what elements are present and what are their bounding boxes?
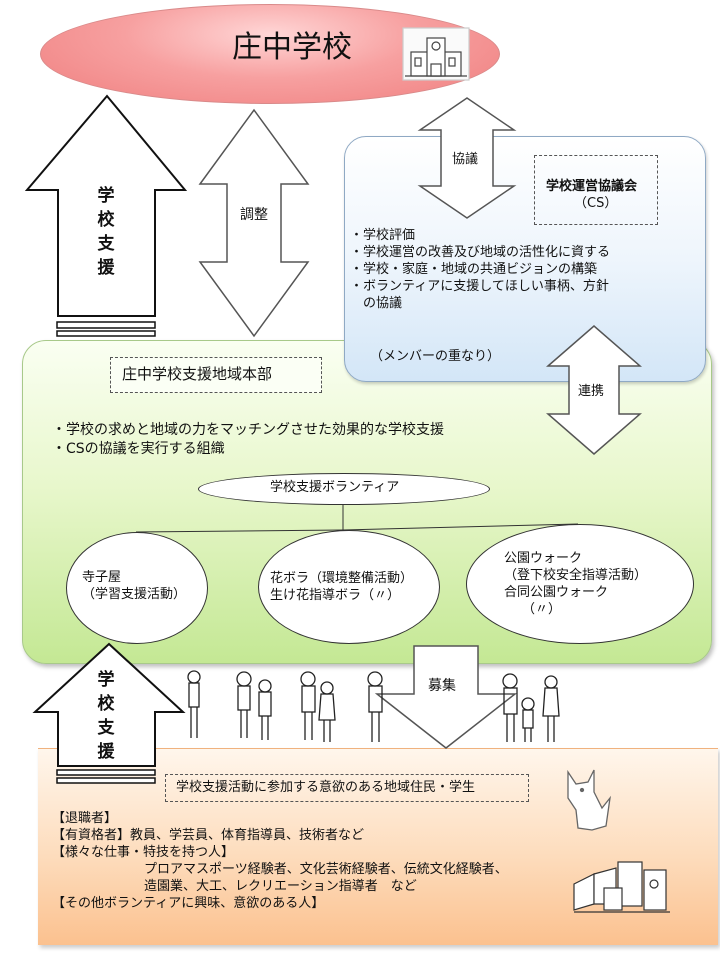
cs-council-panel — [344, 136, 706, 382]
cs-bullet: の協議 — [350, 296, 403, 311]
cs-bullet: ・ボランティアに支援してほしい事柄、方針 — [350, 279, 609, 294]
hq-bullet: ・CSの協議を実行する組織 — [52, 441, 225, 457]
cs-name-box — [534, 155, 658, 225]
consult-label: 協議 — [452, 152, 479, 167]
support-label-bottom: 学 校 支 援 — [97, 670, 115, 762]
cs-bullet: ・学校評価 — [350, 228, 416, 243]
overlap-note: （メンバーの重なり） — [370, 349, 501, 364]
support-up-arrow-bottom — [32, 642, 186, 784]
recruit-label: 募集 — [428, 678, 456, 694]
cs-name: 学校運営協議会 — [546, 179, 638, 194]
people-icon — [187, 670, 560, 742]
residents-list: 【退職者】 【有資格者】教員、学芸員、体育指導員、技術者など 【様々な仕事・特技… — [52, 810, 508, 912]
cs-bullet: ・学校・家庭・地域の共通ビジョンの構築 — [350, 262, 598, 277]
town-buildings-icon — [573, 861, 670, 913]
volunteer-ellipse — [198, 473, 490, 505]
recruit-down-arrow — [374, 645, 518, 749]
hq-name-box — [110, 357, 322, 393]
cooperate-double-arrow — [545, 325, 643, 455]
volunteer-label: 学校支援ボランティア — [270, 480, 400, 495]
activity-park-walk — [466, 524, 694, 644]
residents-line: プロアマスポーツ経験者、文化芸術経験者、伝統文化経験者、 — [144, 862, 508, 877]
cs-bullet-list: ・学校評価 ・学校運営の改善及び地域の活性化に資する ・学校・家庭・地域の共通ビ… — [350, 227, 610, 312]
activity-park-walk-text: 公園ウォーク （登下校安全指導活動） 合同公園ウォーク （〃） — [504, 551, 648, 617]
residents-line: 【その他ボランティアに興味、意欲のある人】 — [52, 896, 325, 911]
fox-mascot-icon — [567, 769, 611, 831]
support-up-arrow-top — [24, 94, 188, 337]
activity-terakoya-text: 寺子屋 （学習支援活動） — [82, 570, 187, 602]
consult-double-arrow — [417, 97, 517, 219]
adjust-double-arrow — [198, 108, 310, 338]
hq-bullet: ・学校の求めと地域の力をマッチングさせた効果的な学校支援 — [52, 422, 444, 438]
school-building-icon — [402, 27, 470, 81]
residents-heading: 学校支援活動に参加する意欲のある地域住民・学生 — [176, 780, 476, 795]
cooperate-label: 連携 — [578, 384, 605, 399]
support-label-top: 学 校 支 援 — [97, 186, 115, 278]
activity-hanabora-text: 花ボラ（環境整備活動） 生け花指導ボラ（〃） — [270, 571, 414, 603]
cs-abbr: （CS） — [574, 196, 618, 211]
hq-bullet-list: ・学校の求めと地域の力をマッチングさせた効果的な学校支援 ・CSの協議を実行する… — [52, 421, 444, 459]
residents-line: 【有資格者】教員、学芸員、体育指導員、技術者など — [52, 828, 365, 843]
residents-line: 【退職者】 — [52, 811, 118, 826]
activity-hanabora — [258, 530, 440, 644]
cs-bullet: ・学校運営の改善及び地域の活性化に資する — [350, 245, 611, 260]
school-title: 庄中学校 — [232, 30, 352, 65]
residents-heading-box — [165, 774, 529, 802]
volunteer-connector-lines — [135, 503, 579, 533]
activity-terakoya — [66, 532, 208, 644]
residents-line: 造園業、大工、レクリエーション指導者 など — [144, 879, 417, 894]
adjust-label: 調整 — [240, 207, 268, 223]
residents-line: 【様々な仕事・特技を持つ人】 — [52, 845, 235, 860]
hq-name: 庄中学校支援地域本部 — [122, 365, 273, 383]
